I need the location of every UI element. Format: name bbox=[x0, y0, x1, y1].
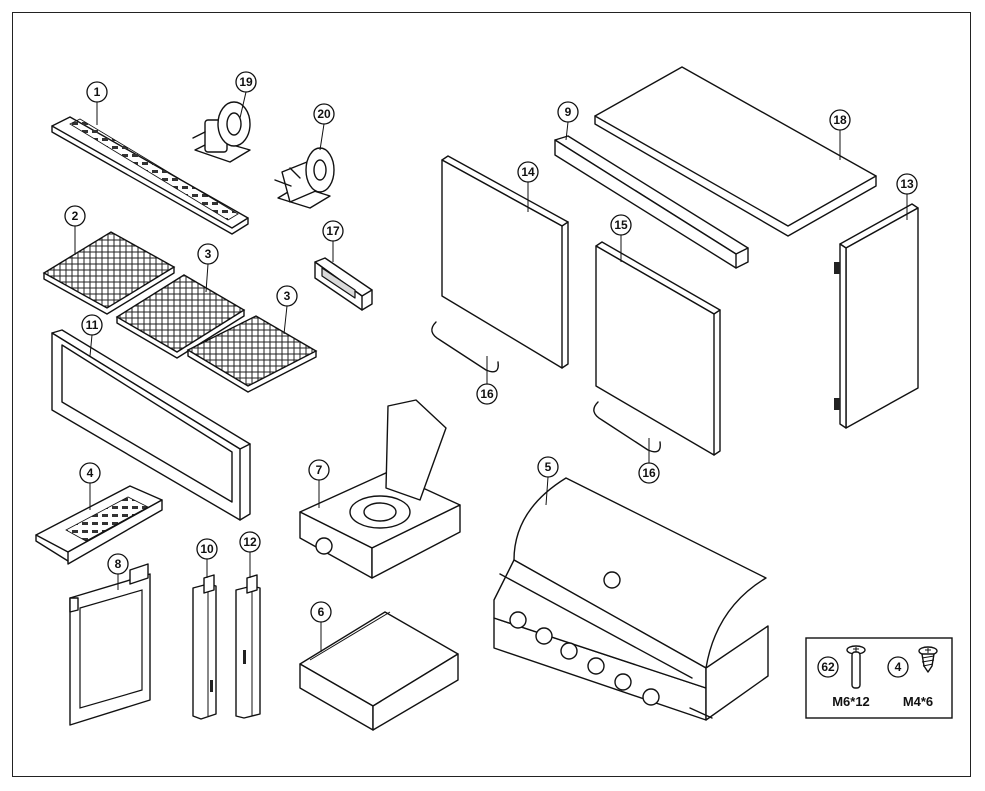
svg-text:7: 7 bbox=[316, 463, 323, 477]
svg-text:19: 19 bbox=[239, 75, 253, 89]
svg-text:10: 10 bbox=[200, 542, 214, 556]
svg-text:16: 16 bbox=[642, 466, 656, 480]
svg-text:15: 15 bbox=[614, 218, 628, 232]
part-heat-shield bbox=[35, 485, 163, 565]
svg-text:3: 3 bbox=[284, 289, 291, 303]
part-grill-head bbox=[493, 477, 769, 721]
svg-text:8: 8 bbox=[115, 557, 122, 571]
callout-13: 13 bbox=[896, 173, 918, 220]
svg-text:3: 3 bbox=[205, 247, 212, 261]
svg-text:20: 20 bbox=[317, 107, 331, 121]
part-heat-tray bbox=[51, 116, 249, 235]
callout-7: 7 bbox=[308, 459, 330, 508]
part-caster bbox=[274, 147, 335, 209]
part-cooking-grate-left bbox=[42, 231, 176, 315]
svg-text:9: 9 bbox=[565, 105, 572, 119]
part-leg-left bbox=[192, 574, 217, 720]
screw-m6-icon bbox=[846, 645, 866, 689]
hardware-legend: 62 M6*12 4 M4*6 bbox=[805, 637, 953, 719]
part-rail bbox=[554, 135, 749, 269]
part-cooking-grate-middle bbox=[115, 274, 246, 359]
svg-text:1: 1 bbox=[94, 85, 101, 99]
screw-b-qty-badge bbox=[887, 656, 909, 678]
svg-text:4: 4 bbox=[87, 466, 94, 480]
svg-text:13: 13 bbox=[900, 177, 914, 191]
callout-9: 9 bbox=[557, 101, 579, 141]
part-side-panel bbox=[834, 203, 919, 429]
part-caster-brake bbox=[192, 101, 251, 163]
screw-b-qty: 4 bbox=[895, 660, 902, 674]
svg-text:12: 12 bbox=[243, 535, 257, 549]
callout-14: 14 bbox=[517, 161, 539, 212]
callout-12: 12 bbox=[239, 531, 261, 578]
svg-text:11: 11 bbox=[86, 318, 99, 332]
svg-text:17: 17 bbox=[326, 224, 340, 238]
callout-16a: 16 bbox=[476, 356, 498, 405]
svg-text:18: 18 bbox=[833, 113, 847, 127]
part-side-frame bbox=[69, 563, 151, 726]
callout-18: 18 bbox=[829, 109, 851, 160]
callout-5: 5 bbox=[537, 456, 559, 506]
part-door-right bbox=[595, 241, 721, 456]
diagram-frame bbox=[12, 12, 971, 777]
svg-text:6: 6 bbox=[318, 605, 325, 619]
part-bracket bbox=[314, 257, 373, 311]
callout-1: 1 bbox=[86, 81, 108, 125]
callout-17: 17 bbox=[322, 220, 344, 262]
callout-3a: 3 bbox=[197, 243, 219, 293]
part-leg-right bbox=[235, 574, 261, 719]
part-front-frame bbox=[51, 329, 251, 521]
screw-a-qty: 62 bbox=[821, 660, 835, 674]
svg-text:5: 5 bbox=[545, 460, 552, 474]
screw-b-size: M4*6 bbox=[903, 694, 933, 709]
part-side-burner bbox=[299, 399, 461, 579]
callout-10: 10 bbox=[196, 538, 218, 578]
callout-16b: 16 bbox=[638, 438, 660, 484]
callout-4: 4 bbox=[79, 462, 101, 510]
callout-20: 20 bbox=[313, 103, 335, 151]
callouts: 1 19 20 2 3 3 17 11 9 18 14 15 13 16 16 … bbox=[64, 71, 918, 652]
part-top-panel bbox=[594, 66, 877, 237]
callout-8: 8 bbox=[107, 553, 129, 590]
callout-19: 19 bbox=[235, 71, 257, 119]
callout-11: 11 bbox=[81, 314, 103, 357]
part-drawer-box bbox=[299, 611, 459, 731]
svg-text:14: 14 bbox=[521, 165, 535, 179]
svg-text:16: 16 bbox=[480, 387, 494, 401]
svg-text:2: 2 bbox=[72, 209, 79, 223]
callout-2: 2 bbox=[64, 205, 86, 255]
callout-15: 15 bbox=[610, 214, 632, 262]
part-door-left bbox=[441, 155, 569, 369]
callout-6: 6 bbox=[310, 601, 332, 652]
screw-m4-icon bbox=[918, 646, 938, 673]
screw-a-size: M6*12 bbox=[832, 694, 870, 709]
screw-a-qty-badge bbox=[817, 656, 839, 678]
part-door-handle-left bbox=[431, 321, 499, 373]
part-door-handle-right bbox=[593, 401, 661, 453]
callout-3b: 3 bbox=[276, 285, 298, 335]
